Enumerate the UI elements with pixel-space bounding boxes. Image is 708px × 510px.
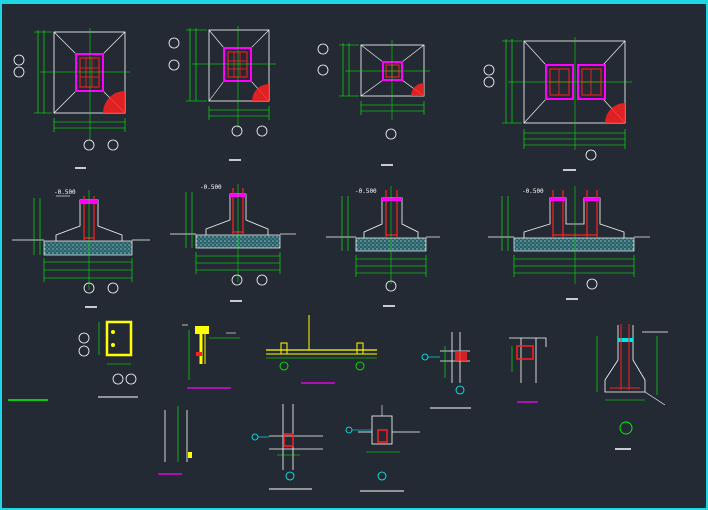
column-tie-detail	[8, 320, 138, 401]
joint-detail-d	[345, 405, 420, 492]
footing-section-2: -0.500	[170, 184, 296, 302]
footing-plan-2	[168, 26, 276, 161]
footing-plan-3	[317, 40, 430, 166]
elevation-label: -0.500	[522, 188, 544, 195]
footing-section-1: -0.500	[12, 189, 150, 308]
ground-beam-detail	[266, 315, 377, 384]
joint-detail-b	[509, 337, 547, 403]
joint-detail-c	[251, 404, 323, 490]
beam-end-detail	[182, 324, 240, 389]
elevation-label: -0.500	[355, 188, 377, 195]
elevation-label: -0.500	[54, 189, 76, 196]
footing-plan-1	[13, 28, 130, 169]
elevation-label: -0.500	[200, 184, 222, 191]
footing-plan-4	[483, 37, 632, 171]
footing-section-3: -0.500	[326, 186, 440, 307]
footing-section-4: -0.500	[488, 186, 650, 300]
retaining-wall-detail	[596, 324, 668, 450]
post-detail	[158, 406, 192, 475]
joint-detail-a	[421, 332, 471, 409]
